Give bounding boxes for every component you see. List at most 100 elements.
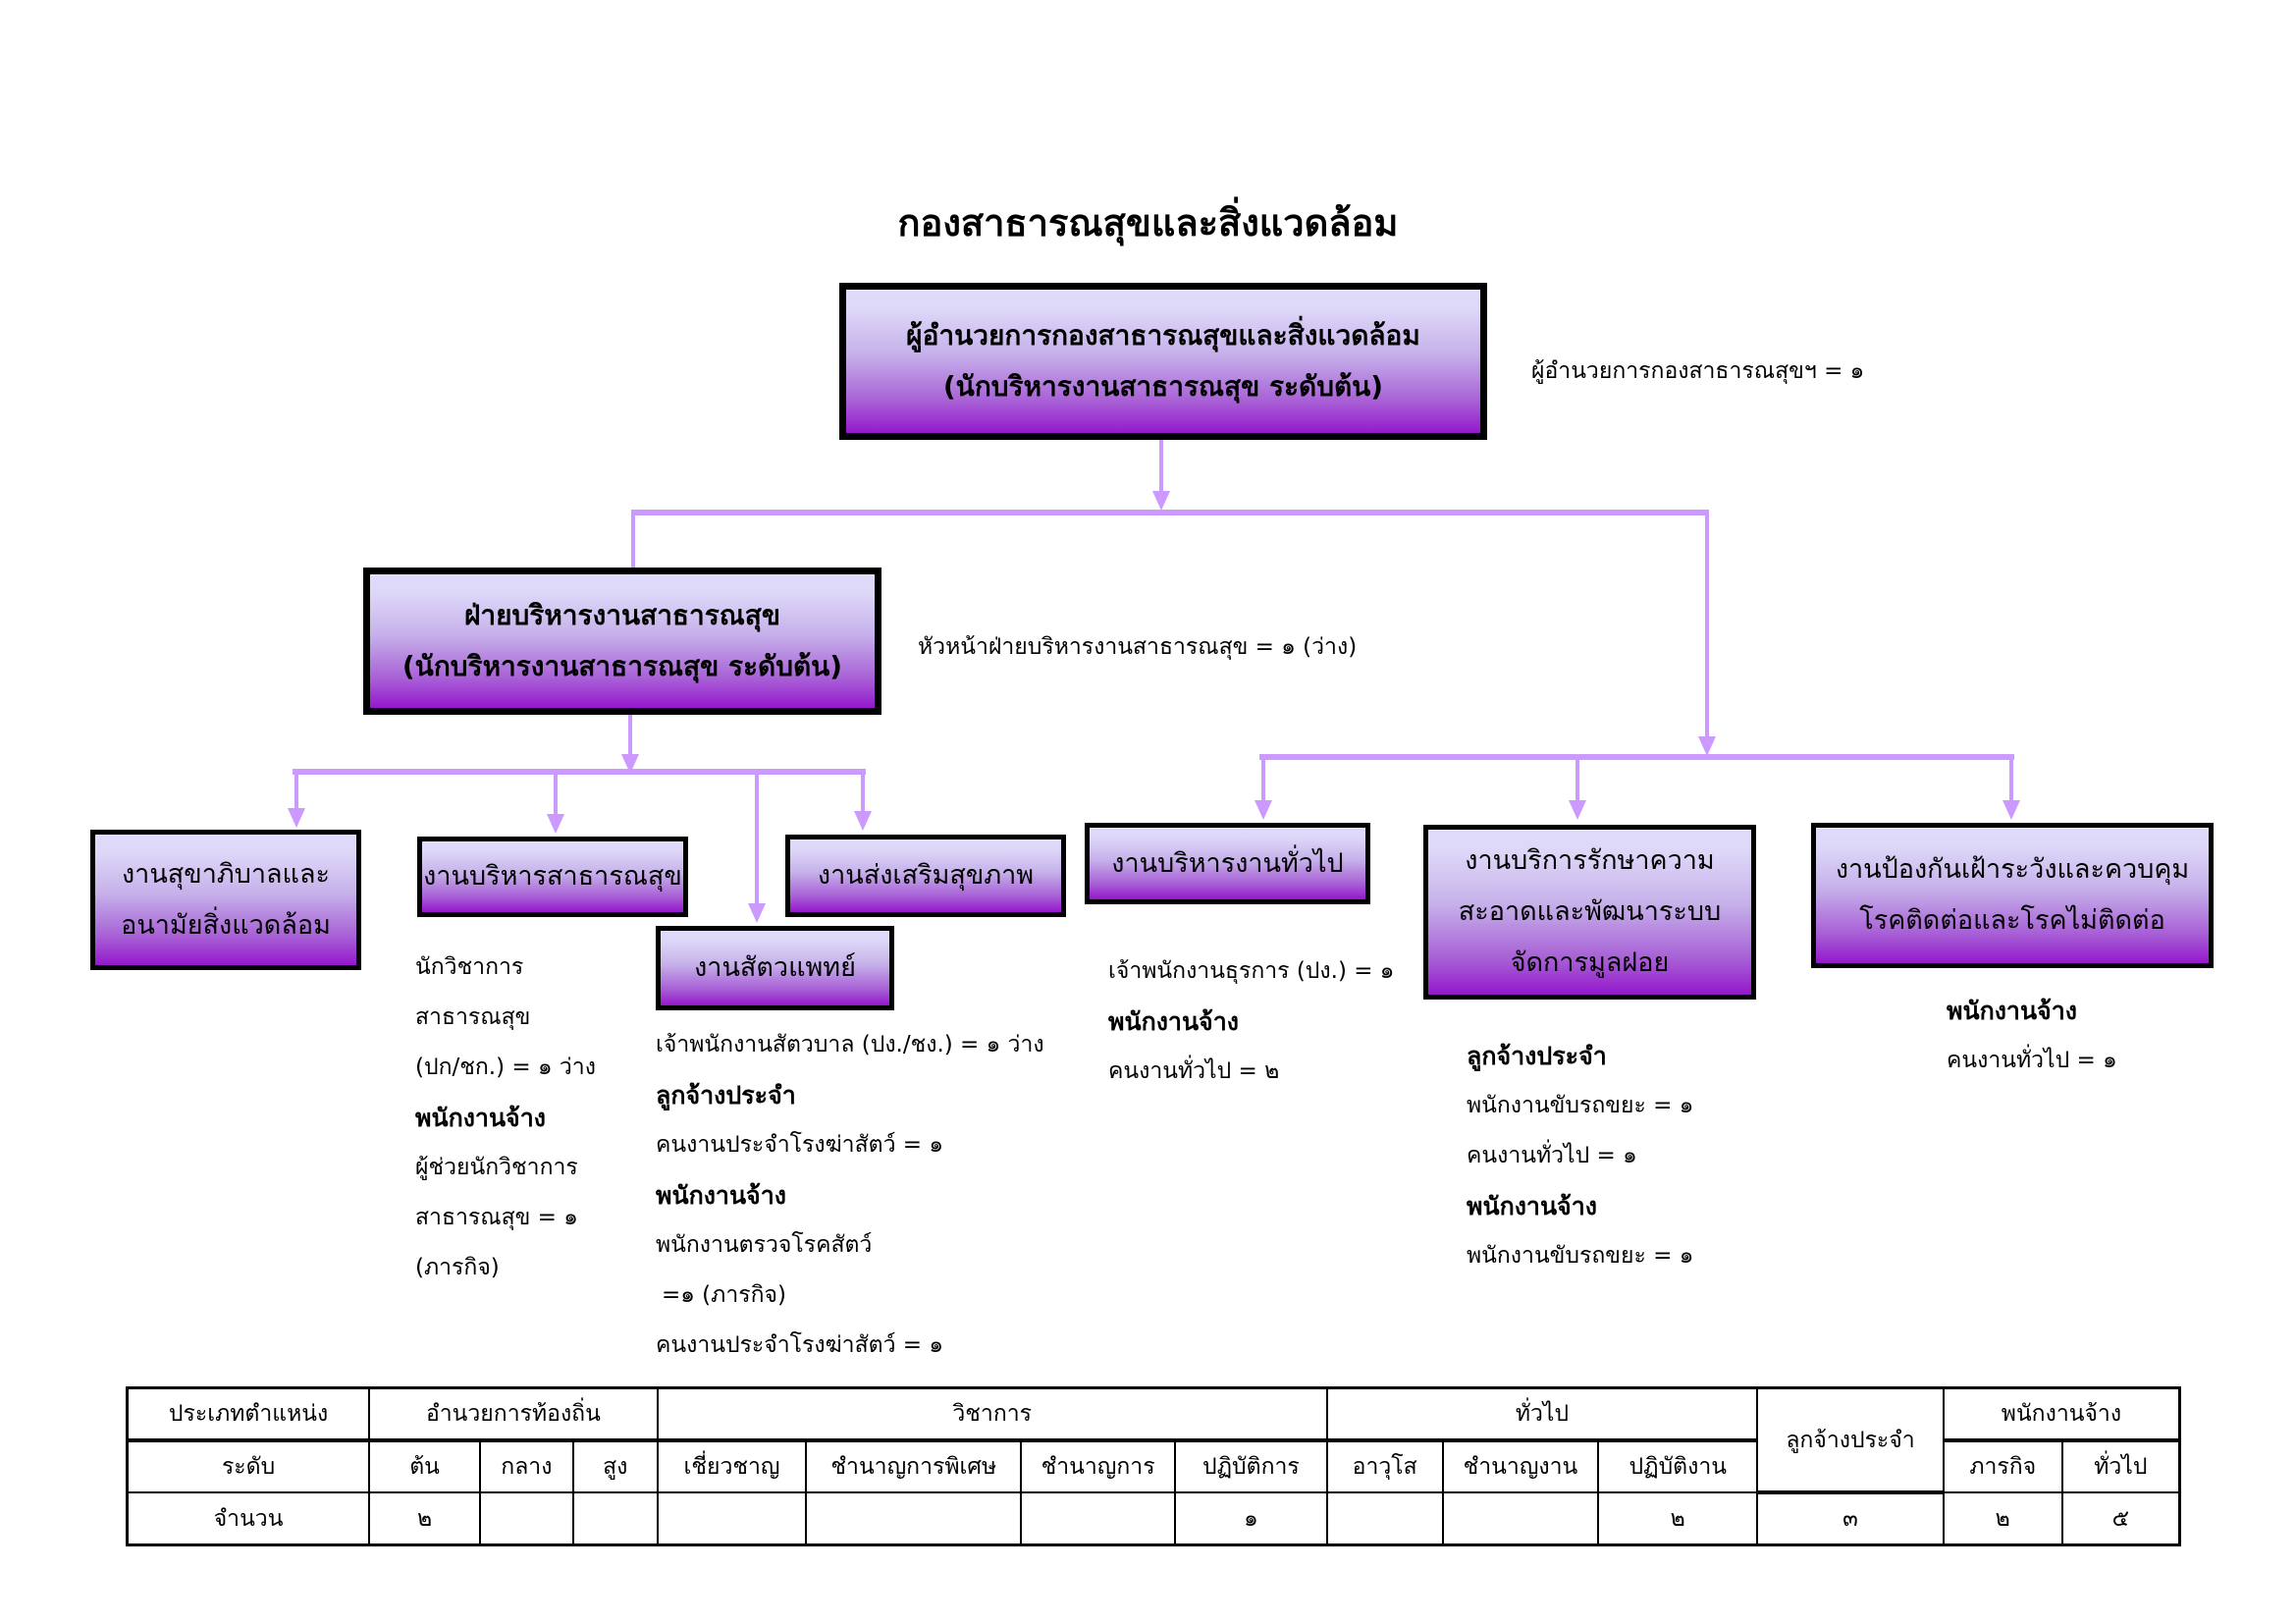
- table-level-cell: กลาง: [478, 1439, 574, 1493]
- connector-right-bar: [1259, 754, 2014, 760]
- unit-cleaning-line: จัดการมูลฝอย: [1510, 947, 1670, 978]
- staff-line: คนงานทั่วไป = ๑: [1947, 1048, 2117, 1073]
- connector-to-disease: [2009, 757, 2013, 802]
- connector-director-down: [1159, 440, 1163, 497]
- unit-general-admin-line: งานบริหารงานทั่วไป: [1111, 847, 1344, 879]
- connector-main-bar: [631, 510, 1709, 515]
- staff-line: สาธารณสุข: [415, 1004, 531, 1030]
- table-level-cell: ทั่วไป: [2060, 1439, 2181, 1493]
- table-count-cell: [1020, 1491, 1177, 1546]
- staff-line: คนงานประจำโรงฆ่าสัตว์ = ๑: [656, 1332, 943, 1358]
- staff-heading: ลูกจ้างประจำ: [1467, 1042, 1607, 1070]
- division-note: หัวหน้าฝ่ายบริหารงานสาธารณสุข = ๑ (ว่าง): [918, 634, 1358, 660]
- table-row: ประเภทตำแหน่ง อำนวยการท้องถิ่น วิชาการ ท…: [126, 1386, 2181, 1494]
- unit-general-admin-box[interactable]: งานบริหารงานทั่วไป: [1085, 823, 1370, 904]
- table-group-header: อำนวยการท้องถิ่น: [368, 1386, 659, 1442]
- table-count-cell: [1441, 1491, 1600, 1546]
- arrow-icon: [2002, 800, 2020, 820]
- staff-line: เจ้าพนักงานธุรการ (ปง.) = ๑: [1108, 958, 1395, 984]
- table-group-header: ทั่วไป: [1325, 1386, 1759, 1442]
- staff-heading: พนักงานจ้าง: [415, 1104, 546, 1132]
- unit-cleaning-box[interactable]: งานบริการรักษาความ สะอาดและพัฒนาระบบ จัด…: [1423, 825, 1756, 1000]
- arrow-icon: [288, 808, 305, 828]
- table-header-level: ระดับ: [126, 1439, 371, 1493]
- unit-cleaning-line: สะอาดและพัฒนาระบบ: [1458, 896, 1722, 927]
- table-header-type: ประเภทตำแหน่ง: [126, 1386, 371, 1442]
- table-count-cell: ๕: [2060, 1491, 2181, 1546]
- unit-veterinary-box[interactable]: งานสัตวแพทย์: [656, 926, 894, 1010]
- unit-general-admin-staff: เจ้าพนักงานธุรการ (ปง.) = ๑ พนักงานจ้าง …: [1108, 947, 1394, 1097]
- unit-cleaning-staff: ลูกจ้างประจำ พนักงานขับรถขยะ = ๑ คนงานทั…: [1467, 1031, 1693, 1281]
- connector-to-cleaning: [1575, 757, 1579, 802]
- unit-promotion-line: งานส่งเสริมสุขภาพ: [817, 860, 1035, 891]
- staff-line: =๑ (ภารกิจ): [662, 1282, 786, 1308]
- staff-line: พนักงานขับรถขยะ = ๑: [1467, 1093, 1694, 1118]
- table-level-cell: ชำนาญการ: [1020, 1439, 1177, 1493]
- unit-promotion-box[interactable]: งานส่งเสริมสุขภาพ: [785, 835, 1066, 917]
- table-count-cell: ๒: [368, 1491, 481, 1546]
- staff-line: คนงานประจำโรงฆ่าสัตว์ = ๑: [656, 1132, 943, 1158]
- staff-line: คนงานทั่วไป = ๒: [1108, 1058, 1280, 1084]
- connector-to-general-admin: [1261, 757, 1265, 802]
- director-box[interactable]: ผู้อำนวยการกองสาธารณสุขและสิ่งแวดล้อม (น…: [839, 283, 1487, 440]
- page-title: กองสาธารณสุขและสิ่งแวดล้อม: [897, 201, 1399, 244]
- table-level-cell: ชำนาญงาน: [1441, 1439, 1600, 1493]
- table-count-cell: ๑: [1174, 1491, 1328, 1546]
- table-level-cell: อาวุโส: [1325, 1439, 1444, 1493]
- arrow-icon: [547, 814, 564, 834]
- table-level-cell: ปฏิบัติงาน: [1597, 1439, 1759, 1493]
- staff-heading: พนักงานจ้าง: [1467, 1192, 1597, 1220]
- staff-heading: พนักงานจ้าง: [1947, 997, 2077, 1025]
- unit-health-admin-line: งานบริหารสาธารณสุข: [423, 861, 682, 892]
- table-level-cell: ภารกิจ: [1942, 1439, 2063, 1493]
- division-title: ฝ่ายบริหารงานสาธารณสุข: [464, 599, 780, 631]
- arrow-icon: [1255, 800, 1272, 820]
- unit-disease-staff: พนักงานจ้าง คนงานทั่วไป = ๑: [1947, 986, 2117, 1086]
- table-group-header: วิชาการ: [656, 1386, 1328, 1442]
- staff-line: พนักงานตรวจโรคสัตว์: [656, 1232, 873, 1258]
- division-position: (นักบริหารงานสาธารณสุข ระดับต้น): [401, 650, 843, 682]
- table-row: จำนวน ๒ ๑ ๒ ๓ ๒ ๕: [126, 1491, 2181, 1546]
- connector-to-sanitation: [294, 772, 298, 811]
- table-level-cell: สูง: [571, 1439, 659, 1493]
- unit-disease-box[interactable]: งานป้องกันเฝ้าระวังและควบคุม โรคติดต่อแล…: [1811, 823, 2214, 968]
- unit-sanitation-box[interactable]: งานสุขาภิบาลและ อนามัยสิ่งแวดล้อม: [90, 830, 361, 970]
- table-count-cell: ๒: [1597, 1491, 1759, 1546]
- table-count-cell: ๒: [1942, 1491, 2063, 1546]
- connector-to-division: [631, 513, 635, 568]
- connector-right-branch: [1705, 513, 1709, 738]
- table-group-header: ลูกจ้างประจำ: [1756, 1386, 1945, 1494]
- arrow-icon: [1698, 736, 1716, 756]
- arrow-icon: [1569, 800, 1586, 820]
- unit-sanitation-line: งานสุขาภิบาลและ: [122, 858, 330, 890]
- staff-line: (ภารกิจ): [415, 1255, 500, 1280]
- staff-heading: ลูกจ้างประจำ: [656, 1081, 796, 1110]
- staff-heading: พนักงานจ้าง: [1108, 1007, 1239, 1036]
- director-note: ผู้อำนวยการกองสาธารณสุขฯ = ๑: [1531, 358, 1865, 384]
- division-box[interactable]: ฝ่ายบริหารงานสาธารณสุข (นักบริหารงานสาธา…: [363, 568, 881, 715]
- table-level-cell: ปฏิบัติการ: [1174, 1439, 1328, 1493]
- director-position: (นักบริหารงานสาธารณสุข ระดับต้น): [942, 370, 1384, 403]
- staff-line: พนักงานขับรถขยะ = ๑: [1467, 1243, 1694, 1269]
- unit-health-admin-staff: นักวิชาการ สาธารณสุข (ปก/ชก.) = ๑ ว่าง พ…: [415, 943, 596, 1293]
- connector-to-promotion: [861, 772, 865, 813]
- director-title: ผู้อำนวยการกองสาธารณสุขและสิ่งแวดล้อม: [906, 319, 1420, 352]
- staff-line: นักวิชาการ: [415, 954, 524, 980]
- table-level-cell: ต้น: [368, 1439, 481, 1493]
- unit-disease-line: งานป้องกันเฝ้าระวังและควบคุม: [1835, 854, 2190, 885]
- staff-line: (ปก/ชก.) = ๑ ว่าง: [415, 1055, 596, 1080]
- connector-left-bar: [293, 769, 866, 775]
- table-count-cell: [656, 1491, 808, 1546]
- arrow-icon: [748, 903, 766, 923]
- unit-health-admin-box[interactable]: งานบริหารสาธารณสุข: [417, 837, 688, 917]
- staff-heading: พนักงานจ้าง: [656, 1181, 786, 1210]
- summary-table: ประเภทตำแหน่ง อำนวยการท้องถิ่น วิชาการ ท…: [126, 1386, 2181, 1546]
- connector-to-health-admin: [554, 772, 558, 815]
- connector-to-veterinary: [755, 772, 759, 905]
- connector-division-down: [628, 715, 632, 758]
- staff-line: คนงานทั่วไป = ๑: [1467, 1143, 1637, 1168]
- arrow-icon: [1152, 491, 1170, 511]
- unit-veterinary-staff: เจ้าพนักงานสัตวบาล (ปง./ชง.) = ๑ ว่าง ลู…: [656, 1020, 1044, 1371]
- table-count-cell: [805, 1491, 1023, 1546]
- staff-line: สาธารณสุข = ๑: [415, 1205, 578, 1230]
